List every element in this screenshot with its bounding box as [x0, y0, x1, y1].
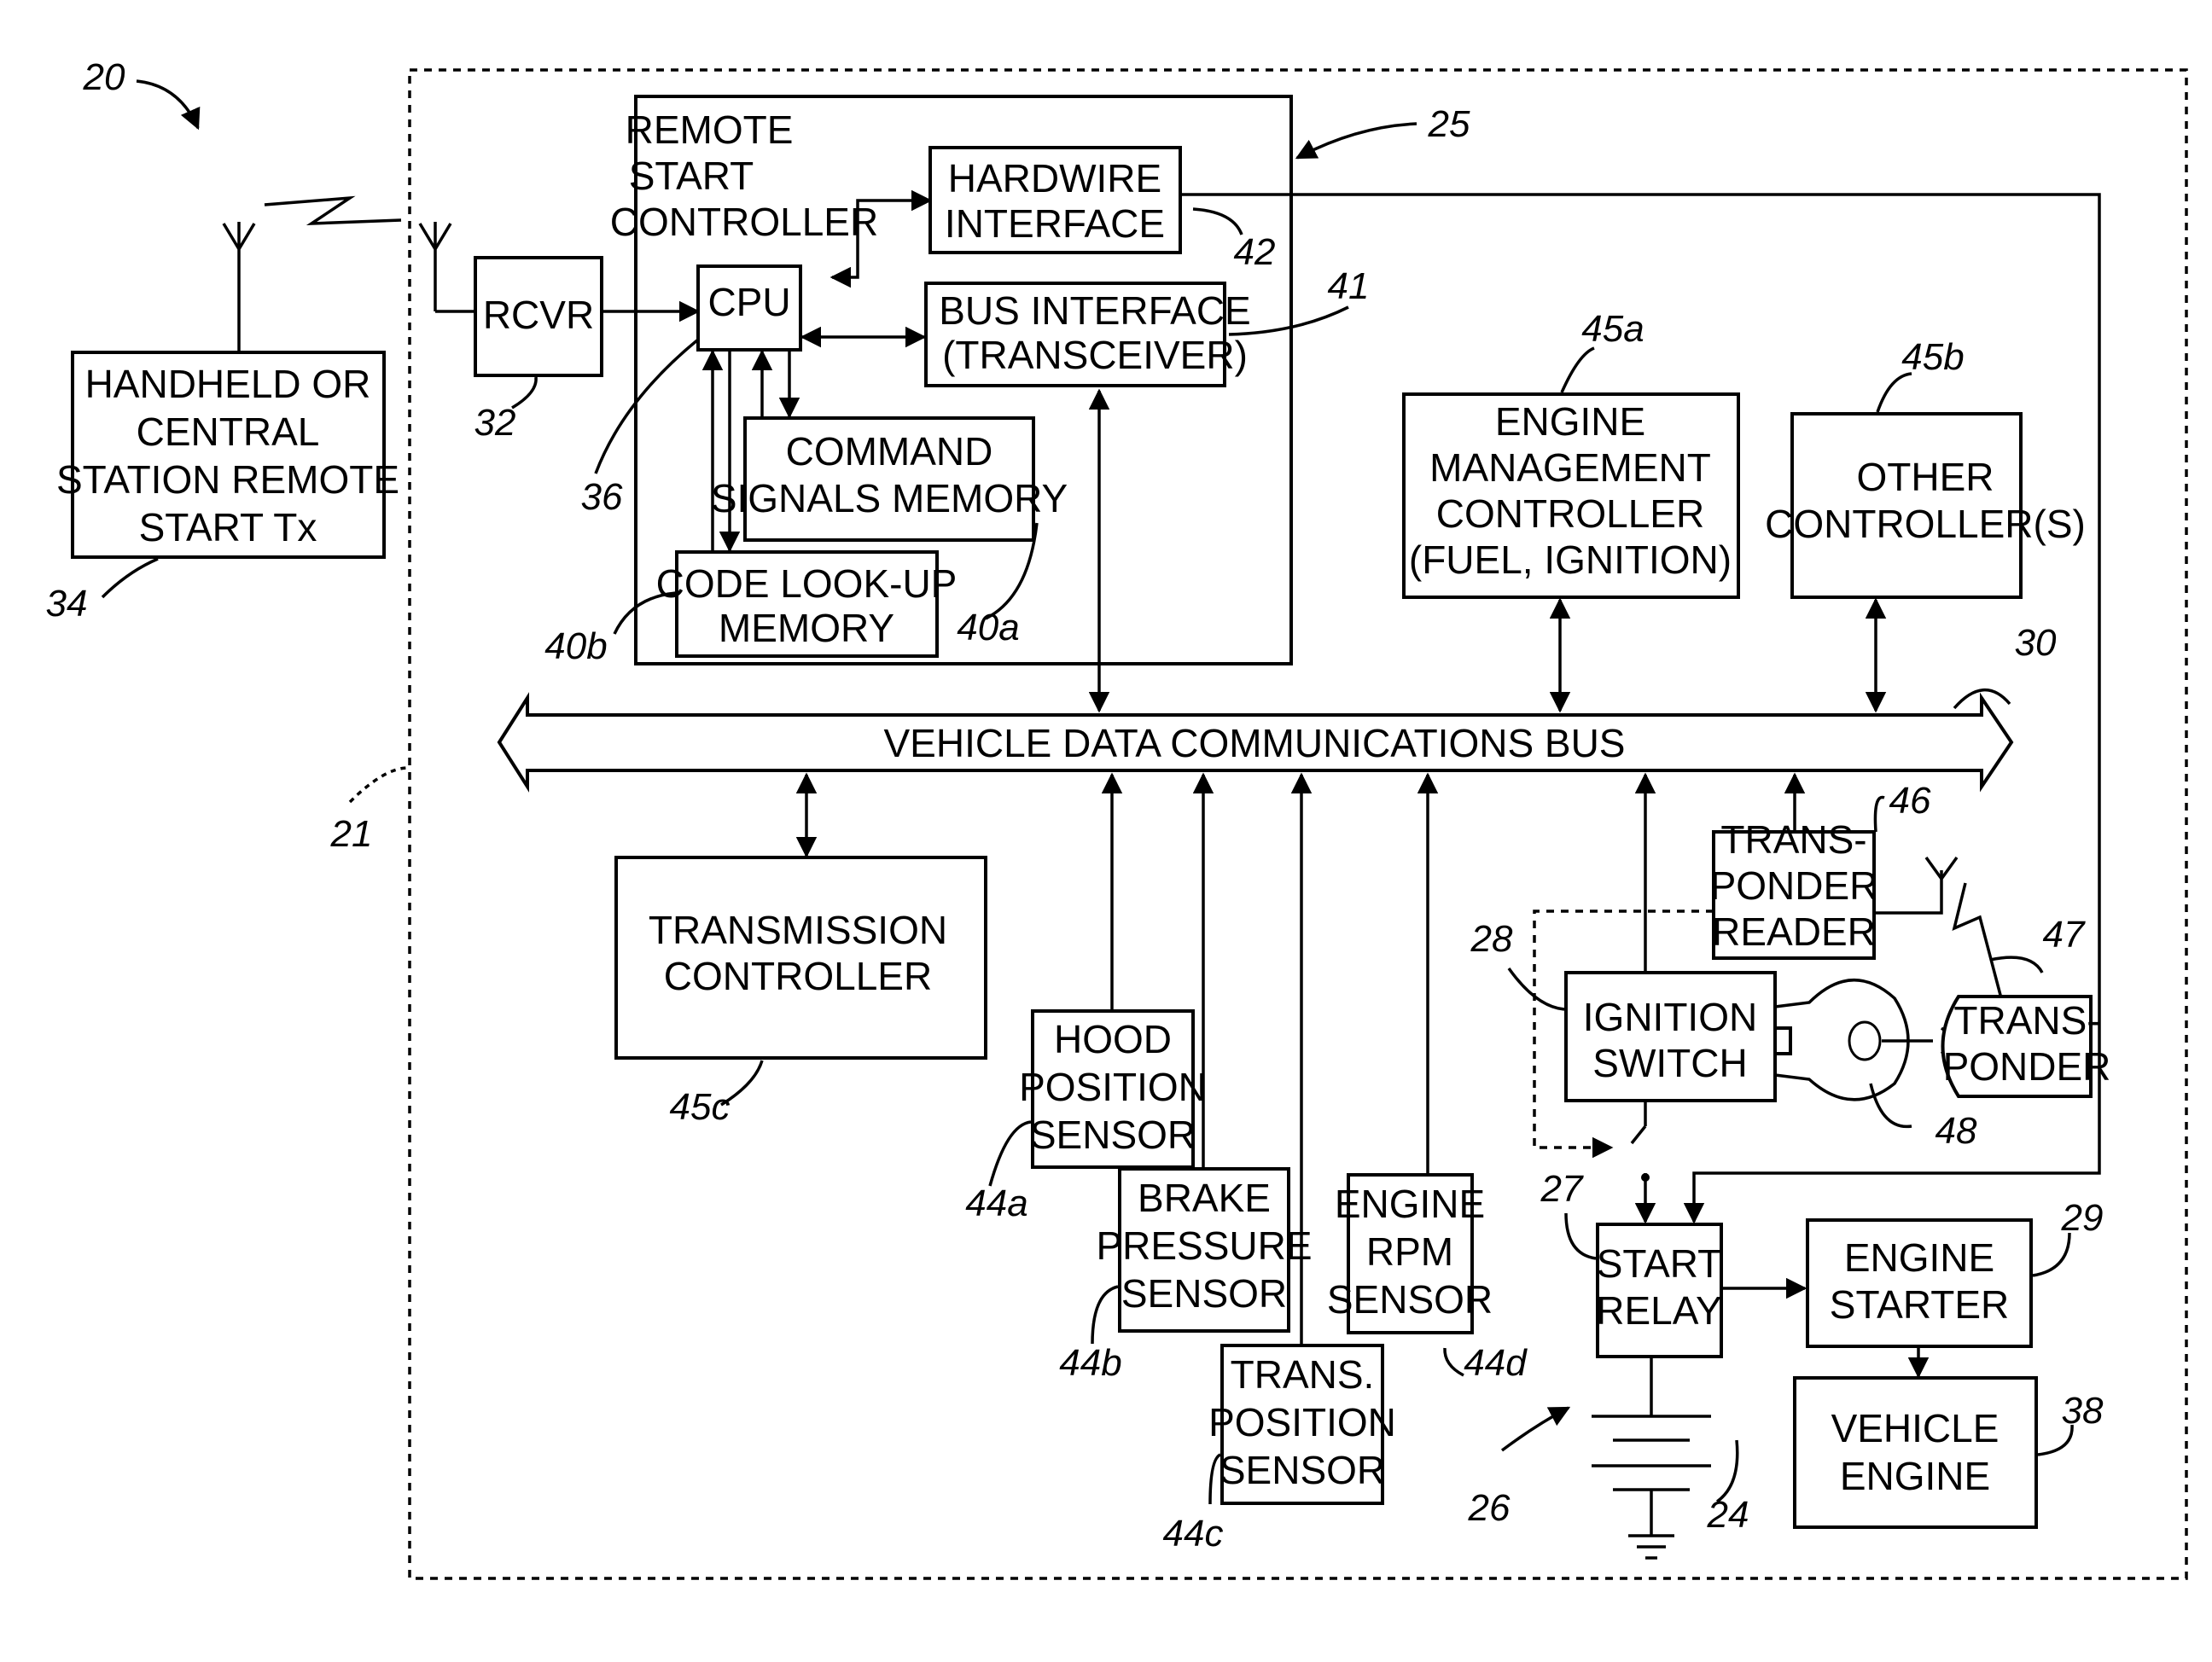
svg-text:START: START: [1597, 1241, 1722, 1286]
cpu-label: CPU: [707, 280, 790, 324]
svg-text:SENSOR: SENSOR: [1220, 1448, 1385, 1492]
svg-text:SENSOR: SENSOR: [1121, 1271, 1287, 1316]
svg-text:47: 47: [2043, 914, 2086, 956]
vehicle-data-bus-label: VEHICLE DATA COMMUNICATIONS BUS: [884, 721, 1626, 765]
svg-text:46: 46: [1889, 780, 1931, 822]
svg-text:TRANSMISSION: TRANSMISSION: [649, 908, 947, 952]
svg-text:45a: 45a: [1581, 308, 1644, 350]
key-chain-link-icon: [1882, 1028, 1950, 1054]
svg-text:27: 27: [1540, 1168, 1584, 1210]
svg-text:START Tx: START Tx: [139, 505, 317, 549]
svg-text:SIGNALS MEMORY: SIGNALS MEMORY: [711, 476, 1068, 520]
svg-text:34: 34: [46, 583, 88, 625]
svg-text:25: 25: [1428, 103, 1470, 145]
svg-text:TRANS-: TRANS-: [1720, 817, 1866, 862]
svg-text:CONTROLLER: CONTROLLER: [1436, 491, 1704, 536]
svg-text:20: 20: [83, 56, 125, 98]
svg-text:OTHER: OTHER: [1857, 455, 1994, 499]
ground-icon: [1628, 1536, 1674, 1558]
reader-to-antenna-line: [1876, 870, 1941, 913]
svg-text:44a: 44a: [965, 1183, 1027, 1224]
svg-text:(FUEL, IGNITION): (FUEL, IGNITION): [1409, 538, 1732, 582]
svg-text:HANDHELD OR: HANDHELD OR: [85, 362, 371, 406]
svg-text:ENGINE: ENGINE: [1844, 1235, 1994, 1280]
svg-text:RPM: RPM: [1366, 1229, 1453, 1274]
svg-text:29: 29: [2061, 1197, 2104, 1239]
svg-text:CONTROLLER: CONTROLLER: [610, 200, 878, 244]
svg-text:HARDWIRE: HARDWIRE: [948, 156, 1161, 200]
key-stub: [1775, 1028, 1790, 1054]
svg-text:VEHICLE DATA COMMUNICATIONS BU: VEHICLE DATA COMMUNICATIONS BUS: [884, 721, 1626, 765]
svg-text:TRANS.: TRANS.: [1231, 1352, 1375, 1397]
svg-text:BRAKE: BRAKE: [1138, 1176, 1271, 1220]
svg-text:40b: 40b: [544, 625, 607, 667]
svg-text:44d: 44d: [1464, 1342, 1528, 1384]
svg-text:24: 24: [1707, 1494, 1749, 1536]
svg-text:ENGINE: ENGINE: [1495, 399, 1645, 444]
svg-text:READER: READER: [1712, 909, 1876, 954]
svg-text:IGNITION: IGNITION: [1583, 995, 1757, 1039]
svg-text:21: 21: [330, 813, 373, 855]
ignition-contact-dot: [1641, 1173, 1650, 1182]
svg-text:COMMAND: COMMAND: [786, 429, 993, 474]
svg-text:45c: 45c: [670, 1086, 731, 1128]
svg-text:45b: 45b: [1901, 336, 1964, 378]
svg-text:28: 28: [1470, 918, 1513, 960]
trans-position-sensor-label: TRANS. POSITION SENSOR: [1208, 1352, 1396, 1492]
svg-text:MEMORY: MEMORY: [719, 606, 894, 650]
bus-interface-label: BUS INTERFACE (TRANSCEIVER): [939, 288, 1251, 377]
ignition-switch-contact: [1632, 1101, 1645, 1222]
svg-text:SENSOR: SENSOR: [1030, 1113, 1196, 1157]
transponder-reader-label: TRANS- PONDER READER: [1710, 817, 1878, 954]
svg-text:26: 26: [1468, 1487, 1511, 1529]
svg-text:PRESSURE: PRESSURE: [1096, 1223, 1312, 1268]
svg-text:RCVR: RCVR: [483, 293, 594, 337]
svg-text:(TRANSCEIVER): (TRANSCEIVER): [942, 333, 1248, 377]
svg-text:40a: 40a: [957, 607, 1019, 648]
svg-text:POSITION: POSITION: [1208, 1400, 1396, 1444]
svg-text:VEHICLE: VEHICLE: [1831, 1406, 2000, 1450]
svg-text:44b: 44b: [1059, 1342, 1121, 1384]
svg-text:CENTRAL: CENTRAL: [137, 410, 320, 454]
svg-text:BUS INTERFACE: BUS INTERFACE: [939, 288, 1251, 333]
svg-text:MANAGEMENT: MANAGEMENT: [1429, 445, 1711, 490]
svg-text:PONDER: PONDER: [1710, 863, 1878, 908]
transponder-rf-zigzag: [1954, 883, 2001, 998]
rcvr-label: RCVR: [483, 293, 594, 337]
svg-text:HOOD: HOOD: [1054, 1017, 1172, 1061]
svg-text:STATION REMOTE: STATION REMOTE: [56, 457, 399, 502]
svg-text:38: 38: [2062, 1390, 2104, 1432]
svg-text:STARTER: STARTER: [1830, 1282, 2009, 1327]
svg-text:POSITION: POSITION: [1019, 1065, 1207, 1109]
svg-text:SWITCH: SWITCH: [1592, 1041, 1747, 1085]
key-ring-icon: [1849, 1022, 1880, 1060]
svg-text:41: 41: [1328, 265, 1370, 307]
svg-text:32: 32: [474, 402, 516, 444]
svg-text:42: 42: [1234, 231, 1276, 273]
handheld-antenna-icon: [224, 222, 254, 354]
rf-link-zigzag: [265, 198, 401, 224]
svg-text:CONTROLLER(S): CONTROLLER(S): [1765, 502, 2086, 546]
svg-text:RELAY: RELAY: [1596, 1288, 1721, 1333]
svg-text:TRANS-: TRANS-: [1953, 998, 2099, 1043]
svg-text:CPU: CPU: [707, 280, 790, 324]
hardwire-interface-label: HARDWIRE INTERFACE: [945, 156, 1165, 246]
svg-text:CODE LOOK-UP: CODE LOOK-UP: [656, 561, 958, 606]
svg-text:PONDER: PONDER: [1943, 1044, 2111, 1089]
svg-text:44c: 44c: [1163, 1513, 1224, 1554]
svg-text:SENSOR: SENSOR: [1327, 1277, 1493, 1322]
svg-text:48: 48: [1936, 1110, 1977, 1152]
svg-text:START: START: [629, 154, 754, 198]
svg-text:REMOTE: REMOTE: [626, 108, 794, 152]
svg-text:ENGINE: ENGINE: [1840, 1454, 1990, 1498]
battery-icon: [1592, 1416, 1711, 1536]
svg-text:INTERFACE: INTERFACE: [945, 201, 1165, 246]
svg-text:36: 36: [581, 476, 623, 518]
svg-text:ENGINE: ENGINE: [1335, 1182, 1485, 1226]
vehicle-engine-box: [1795, 1378, 2036, 1527]
receiver-antenna-icon: [420, 222, 451, 311]
svg-text:CONTROLLER: CONTROLLER: [664, 954, 932, 998]
svg-text:30: 30: [2015, 622, 2057, 664]
